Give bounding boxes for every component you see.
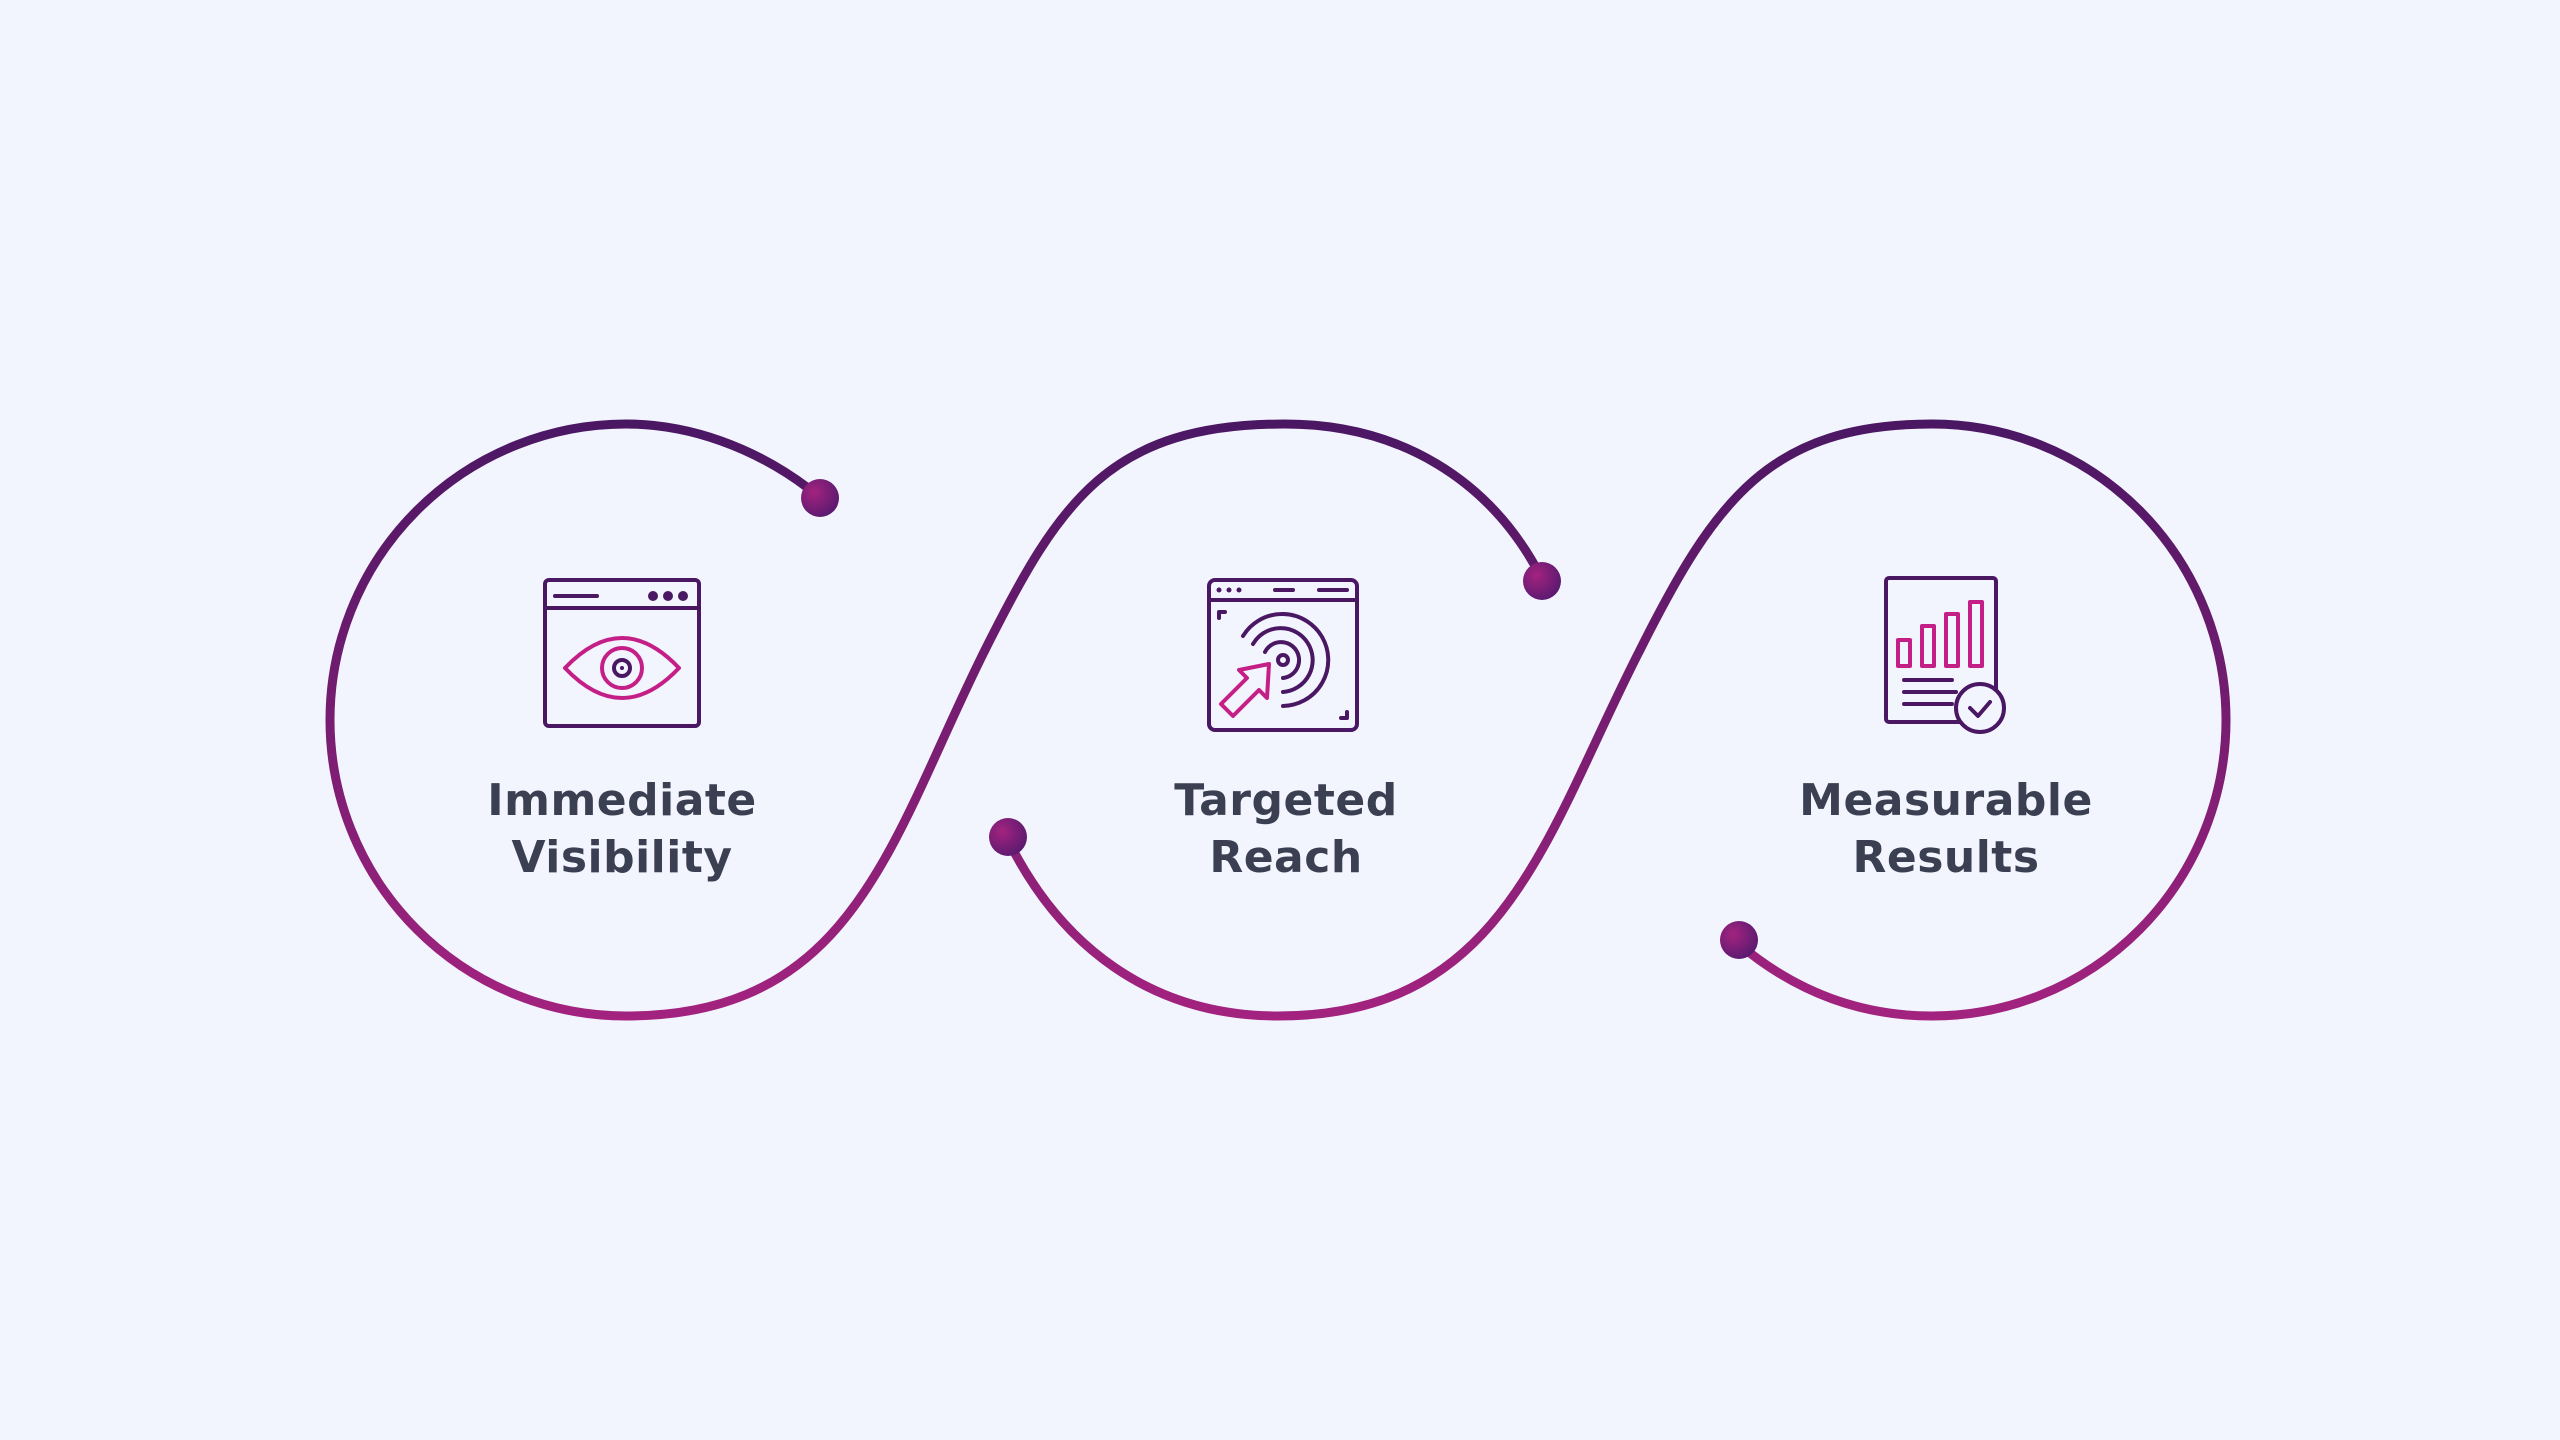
step-label-immediate-visibility: Immediate Visibility [422, 772, 822, 886]
step-label-targeted-reach: Targeted Reach [1086, 772, 1486, 886]
browser-eye-icon [543, 578, 701, 728]
connector-path-2 [1635, 419, 2231, 1021]
path-end-dot-3 [989, 818, 1027, 856]
step-1-label-line-2: Visibility [511, 832, 733, 883]
report-chart-check-icon [1884, 576, 2006, 734]
step-2-label-line-1: Targeted [1174, 775, 1398, 826]
connector-path-1 [980, 419, 1545, 655]
loop-middle-bottom-path [1003, 645, 1645, 1021]
path-end-dot-2 [1523, 562, 1561, 600]
path-end-dot-4 [1720, 921, 1758, 959]
browser-target-cursor-icon [1207, 578, 1359, 732]
step-3-label-line-1: Measurable [1799, 775, 2093, 826]
step-2-label-line-2: Reach [1209, 832, 1363, 883]
loop-left-path [325, 419, 990, 1021]
step-label-measurable-results: Measurable Results [1746, 772, 2146, 886]
path-end-dot-1 [801, 479, 839, 517]
step-3-label-line-2: Results [1852, 832, 2040, 883]
step-1-label-line-1: Immediate [487, 775, 757, 826]
